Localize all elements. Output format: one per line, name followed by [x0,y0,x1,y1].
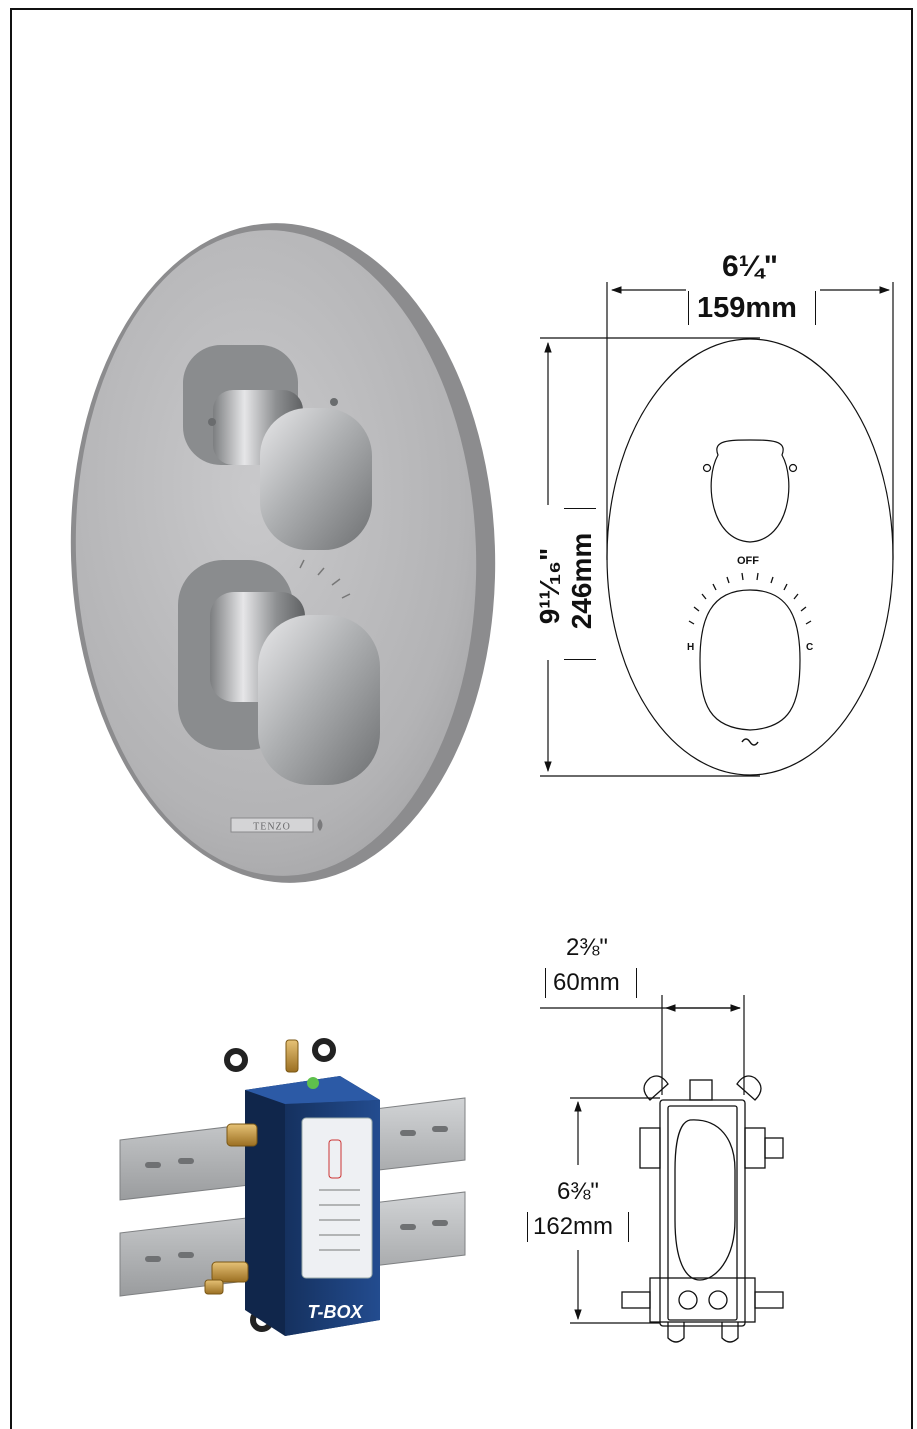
status-dot-icon [307,1077,319,1089]
trim-width-mm: 159mm [697,292,797,324]
box-depth-mm: 60mm [553,969,620,996]
trim-dimension-lines [540,282,894,777]
valve-box-line-drawing [621,1075,784,1343]
trim-height-mm-bracket [564,508,596,660]
upper-handle [183,345,372,550]
tenzo-logo-text: TENZO [253,822,291,833]
tbox-render: T-BOX [119,1038,466,1336]
trim-plate-render: TENZO [70,223,496,883]
tbox-label-plate [301,1117,373,1279]
page-frame [10,8,913,1429]
box-height-mm-bracket [527,1212,629,1242]
hot-label: H [687,642,695,653]
drop-icon [317,819,323,831]
valve-dimension-lines [540,995,745,1324]
temperature-scale-ticks [688,572,812,625]
box-height-inches: 6⅜" [557,1178,599,1205]
box-depth-inches: 2⅜" [566,934,608,961]
trim-width-inches: 6¼" [722,250,778,283]
tbox-logo-text: T-BOX [307,1302,363,1322]
cold-label: C [806,642,814,653]
box-depth-mm-bracket [545,968,637,998]
trim-height-inches: 9¹¹⁄₁₆" [534,547,565,625]
tenzo-badge: TENZO [230,817,323,833]
box-height-mm: 162mm [533,1213,614,1240]
trim-width-mm-bracket [688,291,816,325]
lower-handle [178,559,380,785]
trim-height-mm: 246mm [566,532,597,630]
off-label: OFF [737,555,759,567]
